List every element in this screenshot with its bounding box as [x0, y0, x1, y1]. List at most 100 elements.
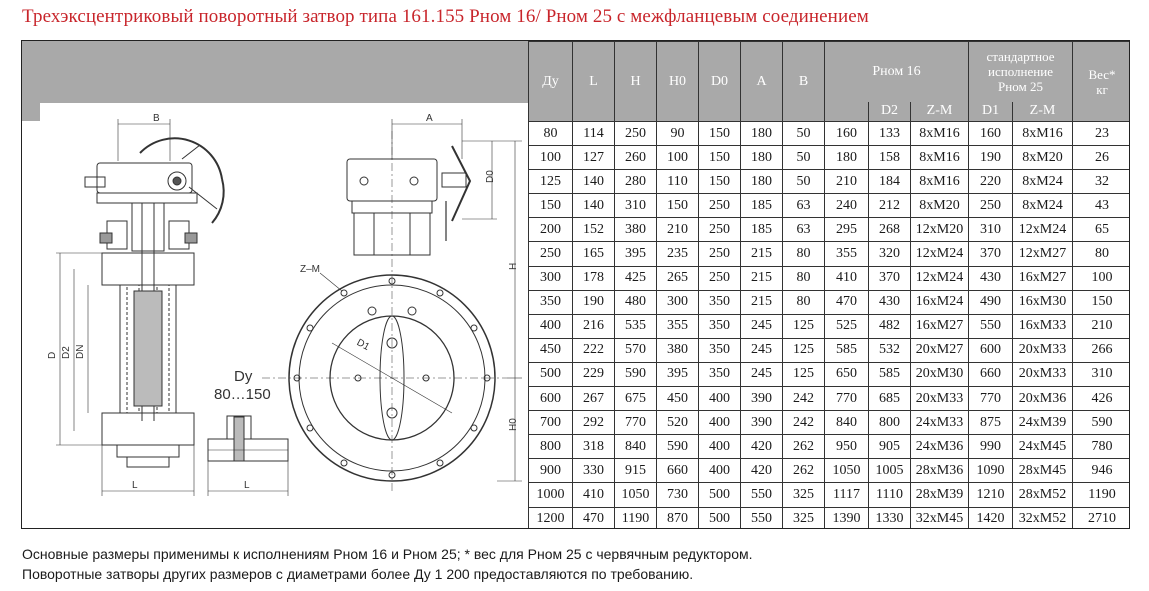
dim-label-dn: DN — [75, 345, 86, 359]
dy-label: Dy — [234, 368, 253, 385]
table-cell: 915 — [614, 458, 657, 484]
table-cell: 350 — [698, 337, 741, 363]
table-cell: 150 — [698, 120, 741, 147]
table-cell: 63 — [782, 193, 825, 219]
dim-label-h0: H0 — [508, 418, 519, 431]
table-cell: 12xM27 — [1012, 241, 1074, 267]
table-cell: 150 — [1072, 289, 1129, 315]
table-cell: 50 — [782, 145, 825, 171]
table-cell: 50 — [782, 169, 825, 195]
table-cell: 500 — [698, 506, 741, 528]
table-cell: 400 — [698, 386, 741, 412]
table-cell: 1190 — [1072, 482, 1129, 508]
table-cell: 390 — [740, 386, 783, 412]
table-cell: 165 — [572, 241, 615, 267]
table-cell: 370 — [968, 241, 1014, 267]
table-cell: 210 — [1072, 313, 1129, 339]
table-cell: 325 — [782, 506, 825, 528]
table-cell: 20xM36 — [1012, 386, 1074, 412]
table-cell: 840 — [614, 434, 657, 460]
table-cell: 390 — [740, 410, 783, 436]
table-cell: 250 — [614, 120, 657, 147]
table-cell: 1005 — [868, 458, 911, 484]
table-cell: 32 — [1072, 169, 1129, 195]
table-cell: 1420 — [968, 506, 1014, 528]
table-cell: 350 — [698, 313, 741, 339]
table-cell: 16xM27 — [1012, 265, 1074, 291]
valve-front-view: A D0 — [262, 113, 522, 491]
table-cell: 250 — [528, 241, 573, 267]
table-cell: 12xM24 — [909, 241, 970, 267]
table-cell: 200 — [528, 217, 573, 243]
table-cell: 50 — [782, 120, 825, 147]
col-header-h0: H0 — [656, 41, 699, 122]
table-cell: 480 — [614, 289, 657, 315]
table-cell: 1200 — [528, 506, 573, 528]
col-group-pnom25: стандартное исполнение Рном 25 — [968, 41, 1074, 102]
table-cell: 840 — [824, 410, 869, 436]
table-cell: 185 — [740, 217, 783, 243]
table-cell: 250 — [698, 193, 741, 219]
table-cell: 430 — [968, 265, 1014, 291]
table-cell: 320 — [868, 241, 911, 267]
table-cell: 870 — [656, 506, 699, 528]
table-cell: 280 — [614, 169, 657, 195]
table-cell: 20xM33 — [1012, 337, 1074, 363]
table-cell: 450 — [528, 337, 573, 363]
table-cell: 250 — [698, 241, 741, 267]
table-cell: 32xM52 — [1012, 506, 1074, 528]
table-cell: 184 — [868, 169, 911, 195]
table-cell: 215 — [740, 265, 783, 291]
table-cell: 950 — [824, 434, 869, 460]
table-cell: 100 — [528, 145, 573, 171]
table-cell: 350 — [528, 289, 573, 315]
table-cell: 8xM16 — [909, 120, 970, 147]
table-cell: 210 — [824, 169, 869, 195]
table-cell: 590 — [614, 361, 657, 388]
table-cell: 420 — [740, 458, 783, 484]
table-cell: 426 — [1072, 386, 1129, 412]
table-cell: 990 — [968, 434, 1014, 460]
table-cell: 430 — [868, 289, 911, 315]
page-title: Трехэксцентриковый поворотный затвор тип… — [22, 6, 869, 27]
table-cell: 660 — [656, 458, 699, 484]
valve-side-view: B D D2 DN — [47, 113, 225, 496]
col-header-d1: D1 — [968, 101, 1014, 122]
table-cell: 946 — [1072, 458, 1129, 484]
table-cell: 590 — [656, 434, 699, 460]
table-cell: 730 — [656, 482, 699, 508]
table-cell: 250 — [968, 193, 1014, 219]
table-cell: 222 — [572, 337, 615, 363]
table-cell: 12xM20 — [909, 217, 970, 243]
table-cell: 1050 — [824, 458, 869, 484]
table-cell: 2710 — [1072, 506, 1129, 528]
footnote-1: Основные размеры применимы к исполнениям… — [22, 546, 753, 562]
dim-label-d2: D2 — [61, 346, 72, 359]
table-cell: 800 — [528, 434, 573, 460]
table-cell: 24xM39 — [1012, 410, 1074, 436]
table-cell: 240 — [824, 193, 869, 219]
table-cell: 310 — [968, 217, 1014, 243]
table-cell: 250 — [698, 265, 741, 291]
table-cell: 1090 — [968, 458, 1014, 484]
table-cell: 24xM36 — [909, 434, 970, 460]
table-cell: 125 — [782, 313, 825, 339]
table-cell: 229 — [572, 361, 615, 388]
table-cell: 470 — [824, 289, 869, 315]
table-cell: 355 — [656, 313, 699, 339]
table-cell: 262 — [782, 434, 825, 460]
table-cell: 8xM24 — [1012, 193, 1074, 219]
table-cell: 425 — [614, 265, 657, 291]
table-cell: 20xM33 — [1012, 361, 1074, 388]
table-cell: 80 — [782, 265, 825, 291]
table-cell: 350 — [698, 361, 741, 388]
valve-drawing: B D D2 DN — [47, 113, 522, 496]
table-cell: 780 — [1072, 434, 1129, 460]
table-cell: 158 — [868, 145, 911, 171]
dim-label-l-detail: L — [244, 480, 250, 491]
